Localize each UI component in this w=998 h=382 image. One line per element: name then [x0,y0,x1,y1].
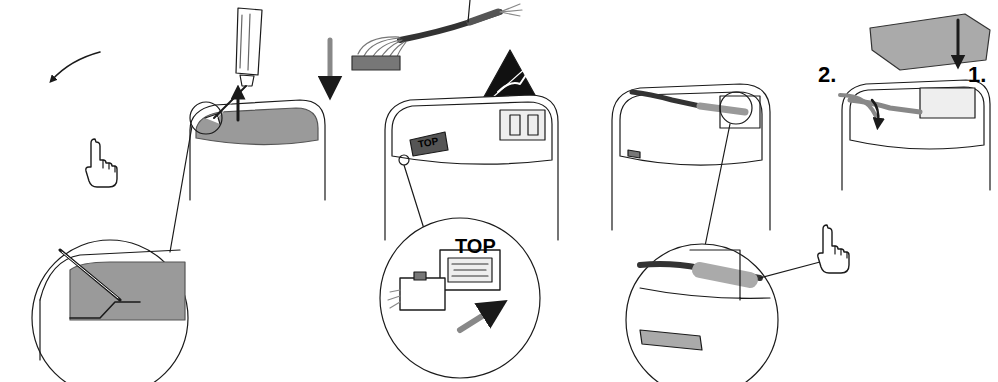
step-number: 1. [968,64,986,86]
panel-close-cover [840,14,990,190]
panel-open-cover [32,8,325,382]
step-number: 2. [818,64,836,86]
panel-connect-plug [330,0,558,378]
panel-route-cable [612,84,849,382]
connector-mark: TOP [455,236,496,256]
